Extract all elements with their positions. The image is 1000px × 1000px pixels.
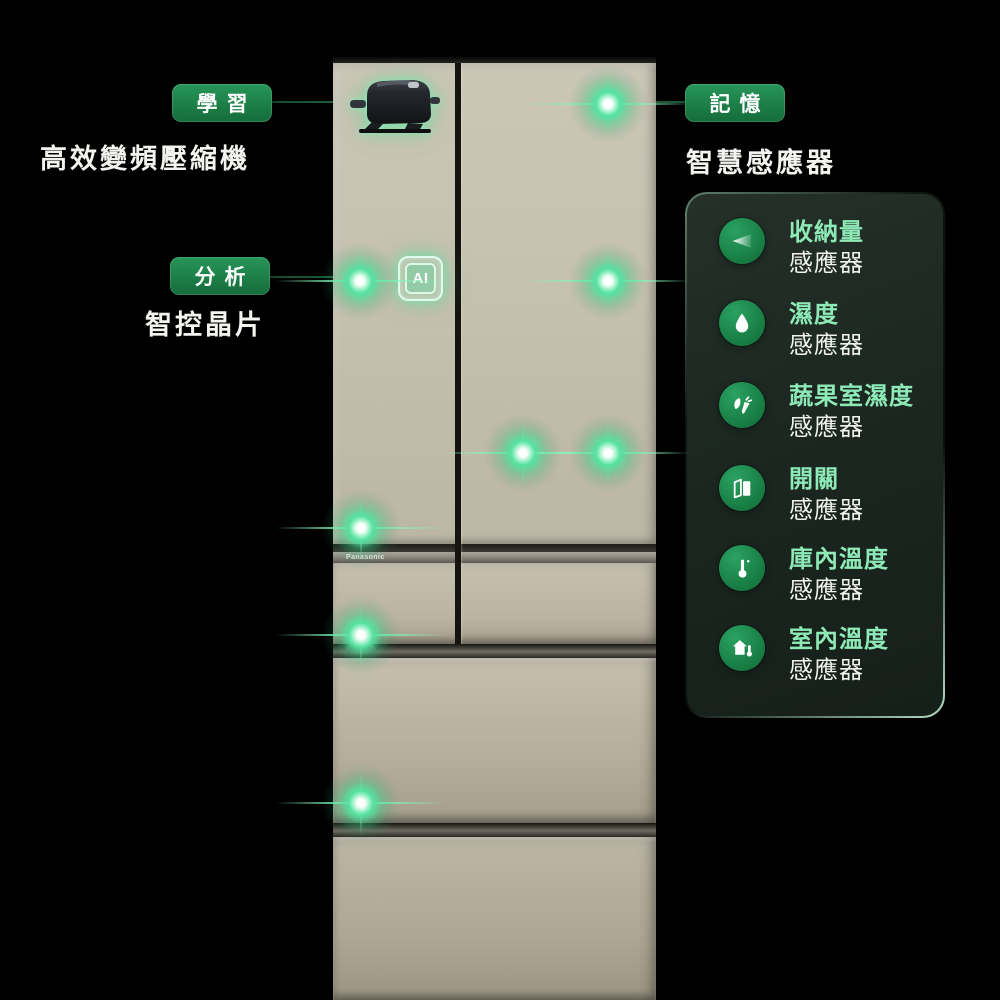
sensor-subtitle: 感應器 — [789, 250, 864, 277]
refrigerator: Panasonic — [333, 57, 656, 1000]
caption-sensors: 智慧感應器 — [686, 148, 836, 178]
tag-memory: 記憶 — [685, 84, 785, 122]
sensor-row-veg-humidity: 蔬果室濕度 感應器 — [719, 382, 914, 444]
sensor-title: 庫內溫度 — [789, 546, 889, 573]
tag-learning: 學習 — [172, 84, 272, 122]
sensor-row-storage: 收納量 感應器 — [719, 218, 864, 280]
sensor-subtitle: 感應器 — [789, 332, 864, 359]
sensor-subtitle: 感應器 — [789, 657, 864, 684]
callout-line-analysis — [265, 276, 357, 278]
ai-chip-label: AI — [405, 263, 436, 294]
sensor-title: 濕度 — [789, 301, 839, 328]
sensor-panel: 收納量 感應器 濕度 感應器 — [685, 192, 945, 718]
sensor-title: 收納量 — [789, 219, 864, 246]
sensor-title: 室內溫度 — [789, 626, 889, 653]
sensor-panel-body: 收納量 感應器 濕度 感應器 — [687, 194, 943, 716]
compressor-image — [350, 80, 440, 133]
sensor-row-room-temp: 室內溫度 感應器 — [719, 625, 889, 687]
tag-learning-label: 學習 — [196, 93, 257, 116]
fridge-drawer-middle — [333, 658, 656, 823]
light-beam-icon — [719, 218, 765, 264]
sensor-title: 蔬果室濕度 — [789, 383, 914, 410]
sensor-title: 開關 — [789, 466, 839, 493]
fridge-metal-band — [333, 552, 656, 563]
sensor-row-internal-temp: 庫內溫度 感應器 — [719, 545, 889, 607]
caption-compressor: 高效變頻壓縮機 — [40, 144, 250, 174]
fridge-drawer-bottom — [333, 837, 656, 1000]
fridge-trim-1 — [333, 644, 656, 658]
sensor-subtitle: 感應器 — [789, 497, 864, 524]
tag-analysis-label: 分析 — [194, 266, 255, 289]
tag-memory-label: 記憶 — [709, 93, 770, 116]
caption-chip: 智控晶片 — [145, 310, 265, 340]
ai-chip: AI — [398, 256, 443, 301]
callout-line-learning — [265, 101, 335, 103]
droplet-icon — [719, 300, 765, 346]
tag-analysis: 分析 — [170, 257, 270, 295]
fridge-door-gap — [455, 63, 461, 647]
door-open-icon — [719, 465, 765, 511]
fridge-trim-2 — [333, 823, 656, 837]
sensor-row-door: 開關 感應器 — [719, 465, 864, 527]
brand-logo: Panasonic — [346, 554, 385, 561]
fridge-small-drawers — [333, 563, 656, 644]
sensor-row-humidity: 濕度 感應器 — [719, 300, 864, 362]
thermometer-icon — [719, 545, 765, 591]
sensor-subtitle: 感應器 — [789, 414, 864, 441]
sensor-subtitle: 感應器 — [789, 577, 864, 604]
house-thermometer-icon — [719, 625, 765, 671]
fridge-top-cap — [333, 57, 656, 63]
fridge-door-bottom-trim — [333, 544, 656, 552]
vegetables-icon — [719, 382, 765, 428]
